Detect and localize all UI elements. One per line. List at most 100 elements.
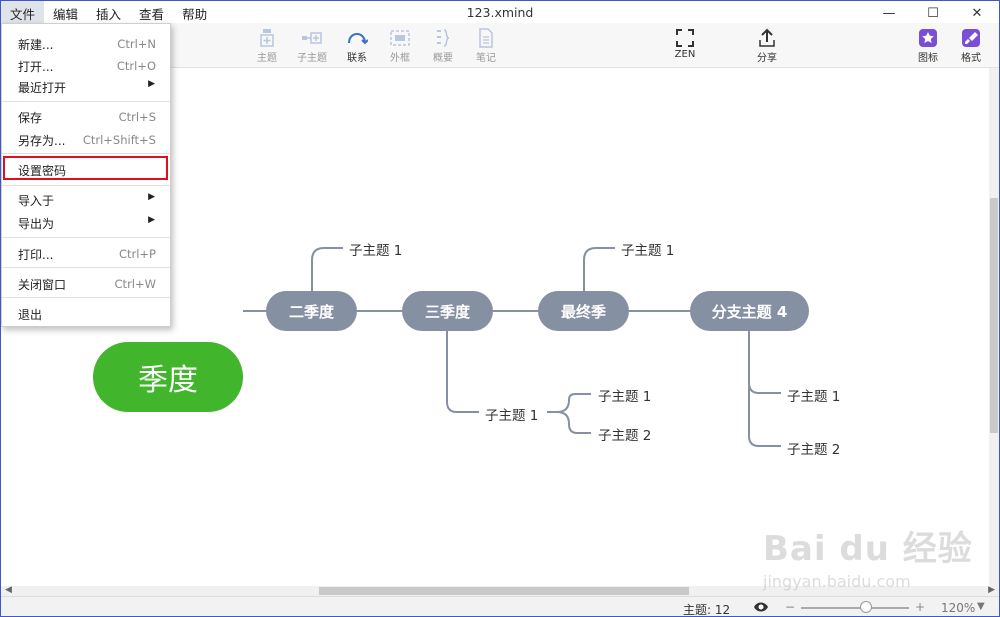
summary-icon <box>437 29 450 47</box>
relation-tool[interactable]: 联系 <box>335 27 379 64</box>
menu-item-shortcut: Ctrl+S <box>118 110 156 124</box>
zoom-level[interactable]: 120% <box>941 601 976 615</box>
menu-help[interactable]: 帮助 <box>182 7 208 22</box>
maximize-button[interactable]: ☐ <box>927 5 939 21</box>
menu-view[interactable]: 查看 <box>139 7 165 22</box>
zen-tool[interactable]: ZEN <box>663 27 707 60</box>
menu-item-label: 打开... <box>18 60 54 74</box>
note-tool-label: 笔记 <box>476 53 496 64</box>
connector-lines <box>243 247 781 447</box>
menu-item-label: 打印... <box>18 248 54 262</box>
note-tool[interactable]: 笔记 <box>464 27 508 64</box>
menu-item-close-window[interactable]: 关闭窗口 Ctrl+W <box>2 272 170 294</box>
boundary-tool[interactable]: 外框 <box>378 27 422 64</box>
menu-insert[interactable]: 插入 <box>96 7 122 22</box>
subtopic[interactable]: 子主题 2 <box>598 428 652 444</box>
menu-item-new[interactable]: 新建... Ctrl+N <box>2 32 170 54</box>
menu-item-label: 最近打开 <box>18 81 67 95</box>
subtopic[interactable]: 子主题 1 <box>349 243 403 259</box>
share-tool-label: 分享 <box>757 53 777 64</box>
subtopic[interactable]: 子主题 1 <box>621 243 675 259</box>
topic-tool-label: 主题 <box>257 53 277 64</box>
menu-item-set-password[interactable]: 设置密码 <box>2 158 170 180</box>
summary-tool-label: 概要 <box>433 53 453 64</box>
central-topic[interactable]: 季度 <box>93 342 243 412</box>
star-icon <box>919 29 937 47</box>
minimize-button[interactable]: — <box>882 5 896 21</box>
menu-item-save-as[interactable]: 另存为... Ctrl+Shift+S <box>2 128 170 150</box>
scroll-right-arrow-icon[interactable]: ▶ <box>988 585 995 595</box>
subtopic-tool-label: 子主题 <box>297 53 327 64</box>
summary-tool[interactable]: 概要 <box>421 27 465 64</box>
zoom-dropdown-icon[interactable]: ▼ <box>977 601 985 612</box>
brush-icon <box>962 29 980 47</box>
menu-item-export[interactable]: 导出为 ▶ <box>2 211 170 233</box>
menu-separator <box>2 297 170 298</box>
share-tool[interactable]: 分享 <box>745 27 789 64</box>
menu-item-open[interactable]: 打开... Ctrl+O <box>2 54 170 76</box>
menu-item-print[interactable]: 打印... Ctrl+P <box>2 242 170 264</box>
horizontal-scroll-thumb[interactable] <box>319 587 689 595</box>
menu-separator <box>2 185 170 186</box>
window-controls: — ☐ ✕ <box>867 1 999 25</box>
menu-item-shortcut: Ctrl+W <box>114 277 156 291</box>
menu-separator <box>2 153 170 154</box>
submenu-arrow-icon: ▶ <box>148 79 155 89</box>
highlight-box <box>3 156 168 180</box>
menu-separator <box>2 101 170 102</box>
menu-item-shortcut: Ctrl+Shift+S <box>82 133 156 147</box>
horizontal-scrollbar[interactable]: ◀ ▶ <box>1 585 999 596</box>
submenu-arrow-icon: ▶ <box>148 215 155 225</box>
menu-item-shortcut: Ctrl+P <box>118 247 156 261</box>
menu-item-label: 新建... <box>18 38 54 52</box>
zoom-out-button[interactable]: − <box>785 600 796 614</box>
topic-count: 主题: 12 <box>683 603 731 617</box>
vertical-scroll-thumb[interactable] <box>990 198 998 433</box>
topic-icon <box>260 29 274 47</box>
menu-item-import[interactable]: 导入于 ▶ <box>2 188 170 210</box>
topic-tool[interactable]: 主题 <box>245 27 289 64</box>
boundary-icon <box>390 30 410 46</box>
title-bar: 123.xmind 文件 编辑 插入 查看 帮助 — ☐ ✕ <box>1 1 999 23</box>
subtopic[interactable]: 子主题 1 <box>787 389 841 405</box>
note-icon <box>479 28 493 48</box>
relation-tool-label: 联系 <box>347 53 367 64</box>
close-button[interactable]: ✕ <box>971 5 983 21</box>
branch-topic-4[interactable]: 分支主题 4 <box>690 291 809 331</box>
scroll-left-arrow-icon[interactable]: ◀ <box>5 585 12 595</box>
zoom-in-button[interactable]: + <box>915 600 926 614</box>
menu-item-label: 导出为 <box>18 217 55 231</box>
subtopic-tool[interactable]: 子主题 <box>290 27 334 64</box>
branch-topic-q2[interactable]: 二季度 <box>266 291 357 331</box>
icons-tool[interactable]: 图标 <box>906 27 950 64</box>
icons-tool-label: 图标 <box>918 53 938 64</box>
zen-tool-label: ZEN <box>674 49 696 60</box>
eye-icon[interactable] <box>753 600 769 616</box>
subtopic[interactable]: 子主题 1 <box>598 389 652 405</box>
menu-separator <box>2 237 170 238</box>
menu-item-label: 导入于 <box>18 194 55 208</box>
vertical-scrollbar[interactable] <box>989 68 999 586</box>
subtopic[interactable]: 子主题 2 <box>787 442 841 458</box>
zoom-slider[interactable] <box>801 601 909 613</box>
menu-item-recent[interactable]: 最近打开 ▶ <box>2 75 170 97</box>
fullscreen-icon <box>676 29 694 47</box>
menu-item-label: 另存为... <box>18 134 66 148</box>
subtopic[interactable]: 子主题 1 <box>485 408 539 424</box>
menu-item-save[interactable]: 保存 Ctrl+S <box>2 105 170 127</box>
subtopic-icon <box>302 32 322 44</box>
menu-file[interactable]: 文件 <box>1 1 45 23</box>
format-tool[interactable]: 格式 <box>949 27 993 64</box>
menu-item-label: 退出 <box>18 308 43 322</box>
share-icon <box>759 28 775 47</box>
file-menu-dropdown: 新建... Ctrl+N 打开... Ctrl+O 最近打开 ▶ 保存 Ctrl… <box>1 23 171 327</box>
branch-topic-final[interactable]: 最终季 <box>538 291 629 331</box>
branch-topic-q3[interactable]: 三季度 <box>402 291 493 331</box>
zoom-slider-knob[interactable] <box>859 601 872 613</box>
boundary-tool-label: 外框 <box>390 53 410 64</box>
menu-bar: 文件 编辑 插入 查看 帮助 <box>1 1 216 23</box>
menu-item-quit[interactable]: 退出 <box>2 302 170 324</box>
menu-item-shortcut: Ctrl+N <box>117 37 156 51</box>
menu-edit[interactable]: 编辑 <box>53 7 79 22</box>
